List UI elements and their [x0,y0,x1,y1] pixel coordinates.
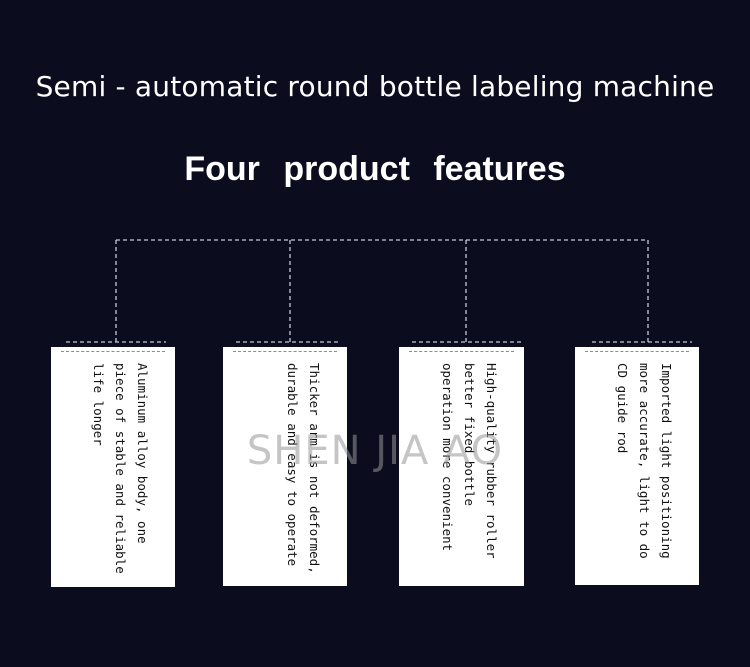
feature-card-1: Aluminum alloy body, one piece of stable… [51,347,175,587]
feature-card-4: Imported light positioning more accurate… [575,347,699,585]
card-top-dash [585,351,689,352]
feature-text-3: High-quality rubber roller better fixed … [440,363,499,559]
feature-text-4: Imported light positioning more accurate… [615,363,674,559]
feature-text-2: Thicker arm is not deformed, durable and… [285,363,322,574]
feature-text-1: Aluminum alloy body, one piece of stable… [91,363,150,574]
card-top-dash [409,351,514,352]
card-top-dash [233,351,337,352]
card-top-dash [61,351,165,352]
feature-card-2: Thicker arm is not deformed, durable and… [223,347,347,586]
feature-card-3: High-quality rubber roller better fixed … [399,347,524,586]
subhead: Four product features [184,150,566,188]
headline: Semi - automatic round bottle labeling m… [35,70,715,103]
